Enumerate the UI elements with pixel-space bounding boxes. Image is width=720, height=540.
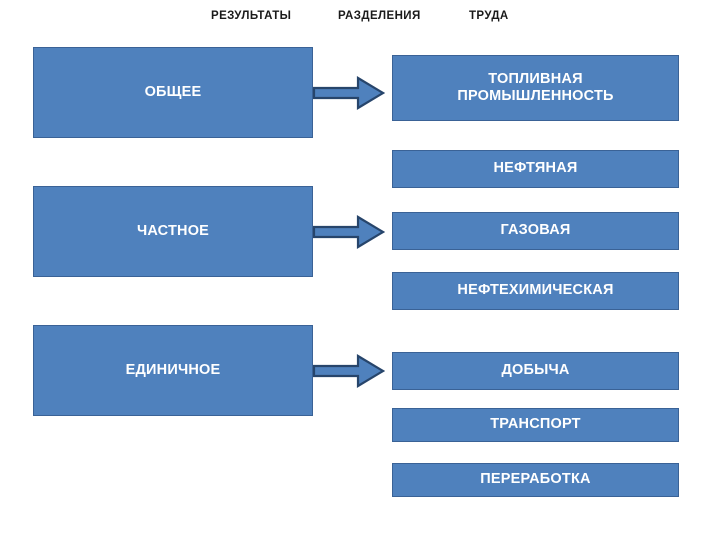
box-obshchee-label: ОБЩЕЕ xyxy=(144,83,202,100)
box-transport-label: ТРАНСПОРТ xyxy=(490,416,581,433)
box-edinichnoe-label: ЕДИНИЧНОЕ xyxy=(125,361,221,378)
box-pererabotka-label: ПЕРЕРАБОТКА xyxy=(480,471,591,488)
right-arrow-icon xyxy=(313,354,385,388)
box-toplivnaya-label: ТОПЛИВНАЯ ПРОМЫШЛЕННОСТЬ xyxy=(451,71,619,105)
box-obshchee[interactable]: ОБЩЕЕ xyxy=(33,47,313,138)
box-dobycha[interactable]: ДОБЫЧА xyxy=(392,352,679,390)
box-gazovaya[interactable]: ГАЗОВАЯ xyxy=(392,212,679,250)
box-chastnoe[interactable]: ЧАСТНОЕ xyxy=(33,186,313,277)
right-arrow-icon xyxy=(313,215,385,249)
box-transport[interactable]: ТРАНСПОРТ xyxy=(392,408,679,442)
header-word-results: РЕЗУЛЬТАТЫ xyxy=(211,10,292,22)
box-neftehimicheskaya[interactable]: НЕФТЕХИМИЧЕСКАЯ xyxy=(392,272,679,310)
header-word-labour: ТРУДА xyxy=(469,10,509,22)
box-toplivnaya-line2: ПРОМЫШЛЕННОСТЬ xyxy=(457,88,614,104)
box-edinichnoe[interactable]: ЕДИНИЧНОЕ xyxy=(33,325,313,416)
box-toplivnaya-line1: ТОПЛИВНАЯ xyxy=(488,70,583,87)
box-neftehimicheskaya-label: НЕФТЕХИМИЧЕСКАЯ xyxy=(457,282,614,299)
box-toplivnaya-promyshlennost[interactable]: ТОПЛИВНАЯ ПРОМЫШЛЕННОСТЬ xyxy=(392,55,679,121)
box-gazovaya-label: ГАЗОВАЯ xyxy=(500,222,571,239)
box-chastnoe-label: ЧАСТНОЕ xyxy=(136,222,210,239)
box-neftyanaya-label: НЕФТЯНАЯ xyxy=(493,160,578,177)
box-pererabotka[interactable]: ПЕРЕРАБОТКА xyxy=(392,463,679,497)
header-word-separation: РАЗДЕЛЕНИЯ xyxy=(338,10,421,22)
box-neftyanaya[interactable]: НЕФТЯНАЯ xyxy=(392,150,679,188)
box-dobycha-label: ДОБЫЧА xyxy=(501,362,570,379)
right-arrow-icon xyxy=(313,76,385,110)
